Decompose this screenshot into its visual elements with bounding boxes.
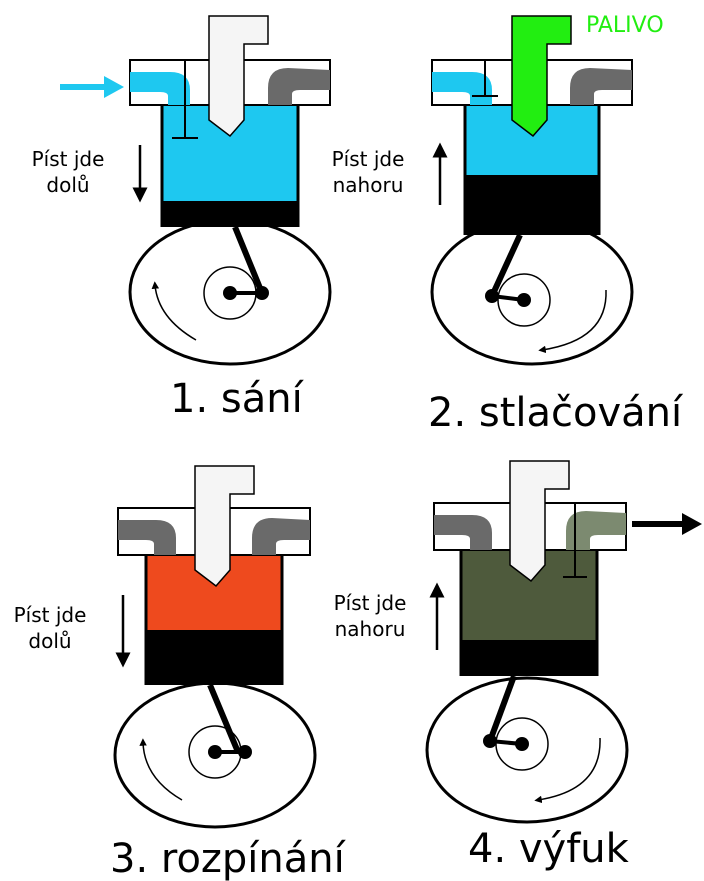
spark-plug: [194, 465, 255, 588]
side-label-line2: nahoru: [333, 173, 404, 197]
connecting-rod: [489, 233, 523, 298]
crank-pin: [483, 734, 497, 748]
side-label-line1: Píst jde: [14, 603, 87, 627]
exhaust-port: [570, 68, 632, 105]
piston: [461, 640, 597, 676]
crank-center: [517, 293, 531, 307]
crank-pin: [255, 286, 269, 300]
crank-pin: [485, 289, 499, 303]
side-label-line2: nahoru: [335, 617, 406, 641]
intake-port: [434, 515, 492, 550]
stroke-caption: 2. stlačování: [428, 390, 684, 436]
spark-plug: [208, 15, 269, 138]
stroke-caption: 4. výfuk: [468, 826, 630, 872]
exhaust-port: [566, 511, 626, 550]
spark-plug: [509, 460, 570, 583]
side-label-line1: Píst jde: [334, 591, 407, 615]
connecting-rod: [207, 683, 241, 754]
side-label-line1: Píst jde: [32, 147, 105, 171]
exhaust-port: [252, 518, 310, 555]
exhaust-valve: [563, 503, 587, 578]
piston: [146, 630, 282, 685]
crankcase: [425, 676, 629, 824]
intake-flow-arrowhead: [104, 76, 124, 98]
intake-port: [130, 72, 190, 105]
intake-port: [118, 520, 176, 555]
exhaust-flow-arrowhead: [682, 513, 702, 535]
stroke-caption: 3. rozpínání: [110, 836, 347, 881]
side-label-line1: Píst jde: [332, 147, 405, 171]
side-label-line2: dolů: [28, 629, 71, 653]
crank-pin: [238, 745, 252, 759]
crank-center: [223, 286, 237, 300]
rotation-arrow: [139, 738, 183, 801]
rotation-arrow: [534, 737, 601, 804]
rotation-arrow: [151, 281, 197, 341]
intake-valve: [472, 60, 498, 97]
crank-center: [208, 745, 222, 759]
stroke-caption: 1. sání: [170, 376, 305, 422]
crank-circle: [497, 273, 551, 327]
side-label-line2: dolů: [46, 173, 89, 197]
crankcase: [430, 218, 634, 366]
intake-valve: [172, 60, 198, 139]
exhaust-port: [268, 68, 330, 105]
fuel-injector: [511, 15, 572, 138]
piston: [162, 201, 298, 227]
fuel-label: PALIVO: [586, 13, 664, 38]
connecting-rod: [232, 225, 265, 295]
connecting-rod: [487, 674, 517, 743]
piston: [465, 175, 599, 235]
rotation-arrow: [538, 289, 607, 354]
crank-center: [515, 737, 529, 751]
